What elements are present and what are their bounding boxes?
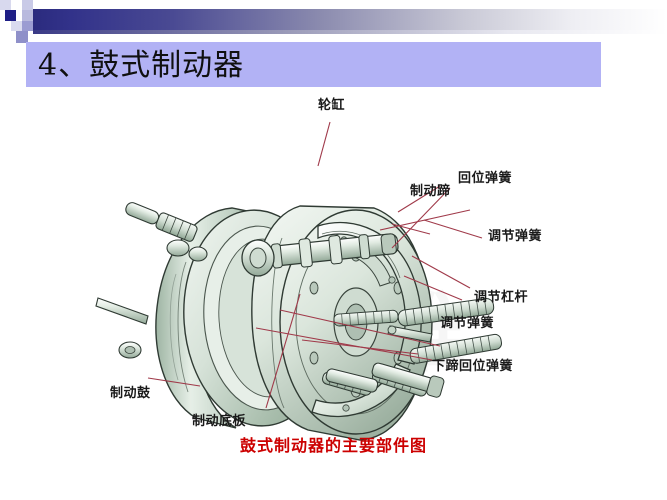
label-backing-plate: 制动底板 [192,414,247,429]
deco-square-light [11,0,22,10]
leader-lines [147,121,483,409]
label-adjust-spring-upper: 调节弹簧 [488,229,543,244]
deco-square-light [0,0,11,10]
page-title: 4、鼓式制动器 [38,48,245,83]
wheel-cylinder-part [241,233,399,277]
label-adjust-lever: 调节杠杆 [474,290,529,305]
label-brake-shoe: 制动蹄 [410,184,451,199]
label-wheel-cylinder: 轮缸 [318,98,346,113]
hardware-parts [95,202,208,359]
deco-square-mid [22,0,33,10]
deco-square-mid [22,21,33,31]
header-gradient-underline [33,30,667,34]
deco-square-light [28,31,34,43]
title-band [26,42,601,87]
drum-brake-illustration: 汽 车 维 [95,121,503,441]
label-brake-drum: 制动鼓 [110,386,151,401]
adjuster-lever-part [387,325,433,343]
label-return-spring: 回位弹簧 [458,171,513,186]
header-gradient-bar [33,9,667,34]
deco-square-mid [16,31,28,43]
figure-caption: 鼓式制动器的主要部件图 [240,436,428,455]
deco-square-light [11,21,22,31]
bolt-parts [325,362,445,398]
label-adjust-spring-lower: 调节弹簧 [440,316,495,331]
deco-square-light [22,10,33,21]
label-lower-shoe-return-spring: 下蹄回位弹簧 [432,359,514,374]
drum-brake-diagram: 汽 车 维 [0,88,667,448]
deco-square-dark [5,10,16,21]
